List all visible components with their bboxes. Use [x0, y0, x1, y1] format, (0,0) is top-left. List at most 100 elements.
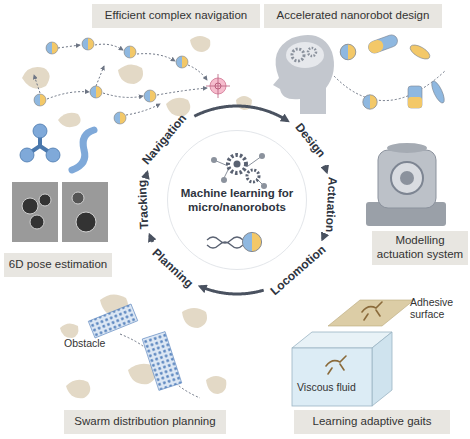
trajectory	[95, 44, 123, 50]
scene-label: Adhesive surface	[410, 296, 468, 320]
obstacle-rocks	[60, 294, 226, 398]
target-crosshair	[206, 74, 230, 98]
topic-box: Accelerated nanorobot design	[264, 4, 442, 28]
trajectory	[157, 88, 207, 95]
device-body	[378, 150, 436, 208]
gear	[308, 48, 316, 56]
head-silhouette	[273, 35, 334, 114]
node-text: Design	[292, 121, 327, 160]
node-text: Actuation	[323, 177, 339, 233]
surface-plane	[328, 300, 414, 326]
design-path	[334, 70, 446, 101]
pill-robot	[367, 33, 399, 55]
gear-hub	[234, 161, 241, 168]
ml-icon	[211, 153, 267, 189]
coil	[391, 162, 423, 194]
target-marker	[206, 74, 230, 98]
scene-label: Viscous fluid	[297, 381, 369, 393]
rock	[58, 113, 81, 127]
image-frame	[12, 182, 58, 242]
imaged-lobe	[30, 215, 44, 229]
node-text: 6D pose estimation	[9, 258, 107, 272]
node-text: Tracking	[135, 180, 151, 230]
node-text: Swarm distribution planning	[74, 415, 215, 429]
core-circle: Machine learning for micro/nanorobots	[167, 130, 307, 270]
trajectories	[34, 44, 207, 115]
actuation-device	[366, 143, 446, 226]
topic-box: Efficient complex navigation	[92, 4, 260, 28]
obstacle-rocks	[22, 36, 252, 127]
scene-label: Obstacle	[64, 337, 120, 349]
coil-core	[400, 171, 414, 185]
trajectory	[103, 93, 143, 97]
rock	[66, 380, 90, 399]
trajectory	[188, 65, 207, 80]
swimming-robot	[326, 356, 346, 374]
topic-box: Swarm distribution planning	[64, 410, 226, 434]
network-node	[221, 177, 227, 183]
topic-box: Learning adaptive gaits	[294, 410, 450, 434]
imaged-body	[76, 212, 96, 232]
adhesive-surface	[328, 300, 414, 326]
clover-lobe	[33, 124, 47, 138]
rock	[60, 323, 78, 338]
cycle-stage: Planning	[148, 245, 197, 292]
gear	[247, 170, 259, 182]
node-text: Navigation	[140, 112, 190, 167]
crawling-robot	[362, 302, 382, 320]
network-node	[211, 157, 217, 163]
gear	[292, 49, 304, 61]
rock	[236, 96, 252, 110]
rock	[118, 64, 143, 84]
topic-box: Modelling actuation system	[372, 231, 468, 265]
swarm-formation	[142, 332, 182, 391]
cycle-stage: Tracking	[135, 178, 151, 232]
cycle-stage: Navigation	[139, 110, 191, 169]
cycle-stage: Actuation	[323, 175, 339, 235]
device-cap	[387, 143, 427, 153]
node-text: Modelling actuation system	[376, 234, 464, 262]
trajectory	[137, 54, 175, 61]
imaged-lobe	[22, 198, 38, 214]
brain	[286, 42, 324, 68]
node-text: Efficient complex navigation	[105, 9, 247, 23]
rock	[206, 376, 226, 394]
designer-head	[273, 35, 334, 114]
swarm-formation	[88, 304, 137, 338]
topic-box: 6D pose estimation	[4, 253, 112, 277]
pill-half	[367, 38, 385, 54]
network-node	[259, 153, 265, 159]
trajectory	[58, 45, 80, 48]
node-text: Machine learning for micro/nanorobots	[174, 186, 300, 215]
flagellum	[207, 242, 243, 248]
cycle-stage: Design	[291, 120, 329, 163]
trajectory	[96, 66, 104, 86]
rod-robot	[429, 79, 446, 104]
cylinder-half	[408, 97, 422, 108]
fluid-tank	[292, 332, 392, 406]
node-text: Locomotion	[268, 244, 328, 299]
cycle-arrow	[324, 166, 326, 172]
node-text: Learning adaptive gaits	[313, 415, 432, 429]
imaged-lobe	[39, 194, 51, 206]
trajectory	[47, 92, 89, 99]
rock	[190, 36, 210, 52]
cycle-arrow	[194, 106, 287, 121]
trajectory	[34, 75, 40, 93]
node-text: Accelerated nanorobot design	[277, 9, 430, 23]
clover-lobe	[46, 148, 60, 162]
candidate-robots	[367, 33, 447, 108]
tank-front	[292, 348, 372, 406]
rock	[182, 308, 207, 328]
disc-robot	[408, 42, 432, 62]
cycle-arrow	[150, 235, 153, 242]
hook-shape	[72, 130, 94, 170]
network-link	[214, 156, 264, 186]
rock	[22, 67, 50, 89]
imaged-body	[72, 192, 84, 204]
image-frame	[62, 182, 108, 242]
tracked-shapes	[20, 124, 94, 170]
